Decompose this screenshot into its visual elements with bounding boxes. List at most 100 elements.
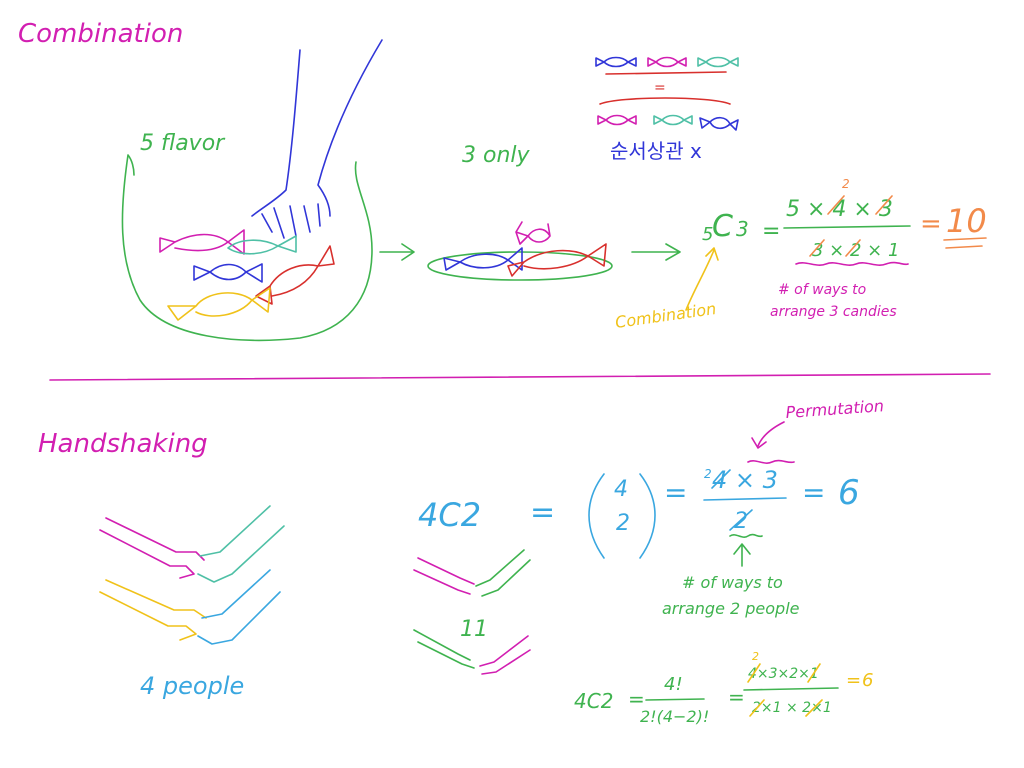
hs-eq2: = — [664, 476, 687, 509]
hs-ways-line1: # of ways to — [682, 573, 783, 592]
ways-pointer-arrow — [733, 543, 751, 567]
formula-denominator: 3 × 2 × 1 — [812, 240, 899, 261]
ff-frac-bottom: 2!(4−2)! — [640, 707, 709, 726]
ways-note-line1: # of ways to — [778, 282, 866, 298]
combination-formula: 5 C 3 = 5 × 4 × 3 2 3 × 2 × 1 = 10 — [702, 177, 987, 266]
pair-bottom-green — [413, 629, 475, 669]
row2-candy-magenta — [597, 114, 637, 126]
people-label: 4 people — [140, 672, 244, 700]
hs-eq1: = — [530, 495, 555, 530]
candy-magenta — [159, 229, 245, 255]
ff-eq2: = — [728, 685, 745, 709]
binom-paren-right — [639, 473, 656, 559]
hs-denominator-cancel — [729, 509, 753, 531]
factorial-formula: 4C2 = 4! 2!(4−2)! = 2 4×3×2×1 2×1 × 2×1 … — [574, 650, 873, 726]
combination-pointer-arrow — [685, 247, 719, 311]
hs-numerator-small: 2 — [704, 467, 712, 481]
pairs-equals-mark: 11 — [460, 617, 488, 642]
formula-k: 3 — [736, 217, 749, 241]
ff-num-small: 2 — [752, 650, 759, 663]
formula-numerator-small: 2 — [842, 177, 850, 191]
candy-yellow — [167, 287, 271, 321]
candies-in-jar — [159, 229, 335, 321]
pair-top-magenta — [413, 557, 475, 595]
handshaking-title: Handshaking — [38, 429, 208, 459]
hs-numerator: 4 × 3 — [712, 466, 778, 494]
korean-note: 순서상관 x — [610, 139, 702, 163]
hs-ways-line2: arrange 2 people — [662, 599, 800, 618]
candies-on-plate — [443, 221, 607, 277]
formula-result-eq: = — [920, 209, 942, 239]
formula-symbol: C — [712, 209, 733, 244]
plate — [427, 251, 613, 281]
hand-teal — [197, 505, 285, 583]
hs-denominator: 2 — [734, 509, 748, 534]
ff-eq1: = — [628, 687, 645, 711]
plate-label: 3 only — [462, 143, 531, 168]
hand-magenta — [99, 517, 205, 579]
plate-candy-magenta — [515, 221, 551, 245]
hs-fraction-bar — [703, 497, 787, 501]
hand-yellow — [99, 579, 207, 641]
pair-bottom-magenta — [479, 635, 531, 675]
hs-numerator-squiggle — [747, 459, 795, 464]
binom-bottom: 2 — [616, 511, 630, 536]
denominator-squiggle — [795, 261, 909, 266]
fraction-bar — [783, 225, 911, 229]
candy-jar — [121, 154, 373, 342]
jar-label: 5 flavor — [140, 131, 226, 156]
ff-frac-top: 4! — [664, 674, 683, 695]
formula-n: 5 — [702, 224, 713, 245]
ff-den: 2×1 × 2×1 — [752, 700, 832, 716]
arrow-jar-to-plate — [379, 243, 415, 261]
denominator-cancel-marks — [809, 239, 861, 257]
section-divider — [49, 373, 991, 381]
result-underline — [943, 237, 987, 249]
ff-den-cancel — [749, 699, 823, 717]
handshake-pair-bottom — [413, 629, 531, 675]
row2-candy-teal — [653, 114, 693, 126]
candy-teal — [227, 235, 297, 255]
row1-candy-magenta — [647, 56, 687, 68]
row1-candy-blue — [595, 56, 637, 68]
candy-order-rows: = 순서상관 x — [595, 56, 739, 163]
combination-title: Combination — [18, 19, 183, 49]
hs-eq3: = — [802, 476, 825, 509]
plate-candy-red — [507, 243, 607, 277]
binom-paren-left — [588, 473, 605, 559]
ff-eq3: = — [846, 670, 861, 691]
hs-denominator-squiggle — [729, 533, 763, 538]
arrow-plate-to-formula — [631, 243, 681, 261]
handshake-formula: 4C2 = 4 2 = 2 4 × 3 2 = 6 — [418, 459, 860, 559]
numerator-cancel-marks — [827, 195, 893, 215]
hs-lhs: 4C2 — [418, 496, 481, 534]
hs-numerator-cancel — [711, 469, 731, 489]
handshake-pair-top — [413, 549, 531, 597]
row2-candy-blue — [699, 116, 739, 131]
ff-lhs: 4C2 — [574, 689, 613, 713]
hs-result: 6 — [838, 473, 860, 513]
row1-underline — [605, 71, 727, 75]
ways-note-line2: arrange 3 candies — [770, 304, 897, 320]
candy-blue — [193, 263, 263, 283]
candy-red — [255, 245, 335, 305]
rows-equals-mark: = — [654, 80, 666, 96]
ff-fraction-bar-2 — [743, 687, 839, 691]
combination-arrow-note: Combination — [614, 299, 717, 332]
ff-num-cancel — [747, 663, 821, 683]
ff-result: 6 — [862, 670, 873, 691]
hand-blue — [197, 569, 281, 645]
ff-fraction-bar — [645, 698, 705, 701]
reaching-hand — [251, 39, 383, 239]
formula-result: 10 — [946, 202, 987, 240]
row1-candy-teal — [697, 56, 739, 68]
row-brace — [599, 97, 731, 105]
permutation-note: Permutation — [785, 396, 885, 422]
binom-top: 4 — [614, 477, 628, 502]
permutation-arrow — [751, 421, 785, 449]
formula-eq: = — [762, 219, 780, 244]
ff-num: 4×3×2×1 — [748, 666, 819, 682]
handshake-group-four — [99, 505, 285, 645]
pair-top-green — [475, 549, 531, 597]
